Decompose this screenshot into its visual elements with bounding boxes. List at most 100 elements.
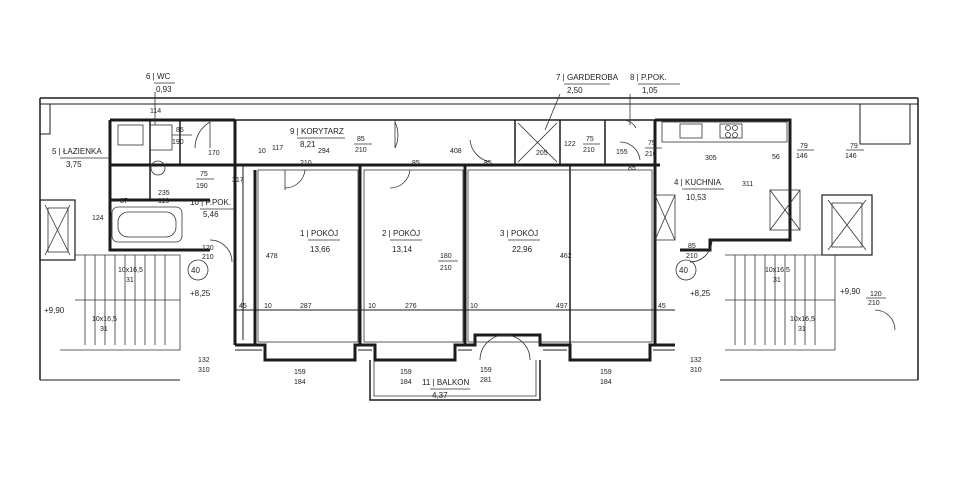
- svg-text:85: 85: [412, 160, 420, 167]
- svg-text:120: 120: [870, 291, 882, 298]
- svg-text:159: 159: [480, 367, 492, 374]
- svg-text:40: 40: [191, 266, 200, 275]
- svg-text:210: 210: [202, 254, 214, 261]
- svg-text:3,75: 3,75: [66, 160, 82, 169]
- svg-text:+8,25: +8,25: [690, 289, 711, 298]
- room-label-2: 2 | POKÓJ 13,14: [382, 229, 422, 254]
- svg-text:10: 10: [368, 303, 376, 310]
- svg-text:478: 478: [266, 253, 278, 260]
- room-label-3: 3 | POKÓJ 22,96: [500, 229, 540, 254]
- svg-text:180: 180: [440, 253, 452, 260]
- svg-text:205: 205: [536, 150, 548, 157]
- svg-text:155: 155: [616, 149, 628, 156]
- svg-text:184: 184: [294, 379, 306, 386]
- svg-text:56: 56: [772, 154, 780, 161]
- svg-text:+8,25: +8,25: [190, 289, 211, 298]
- svg-text:210: 210: [300, 160, 312, 167]
- svg-text:7 | GARDEROBA: 7 | GARDEROBA: [556, 73, 619, 82]
- svg-text:184: 184: [400, 379, 412, 386]
- svg-text:31: 31: [126, 277, 134, 284]
- svg-text:10x16,5: 10x16,5: [118, 267, 143, 274]
- svg-text:210: 210: [355, 147, 367, 154]
- svg-text:45: 45: [239, 303, 247, 310]
- svg-text:132: 132: [198, 357, 210, 364]
- svg-text:10 | P.POK.: 10 | P.POK.: [190, 198, 231, 207]
- svg-text:1,05: 1,05: [642, 86, 658, 95]
- svg-text:40: 40: [679, 266, 688, 275]
- left-staircase: [39, 199, 209, 351]
- svg-text:462: 462: [560, 253, 572, 260]
- svg-text:2 | POKÓJ: 2 | POKÓJ: [382, 229, 420, 238]
- svg-text:10x16,5: 10x16,5: [790, 316, 815, 323]
- room-label-8: 8 | P.POK. 1,05: [629, 73, 680, 125]
- svg-text:235: 235: [158, 190, 170, 197]
- room-label-1: 1 | POKÓJ 13,66: [300, 229, 340, 254]
- svg-text:85: 85: [357, 136, 365, 143]
- svg-text:31: 31: [773, 277, 781, 284]
- svg-text:287: 287: [300, 303, 312, 310]
- svg-text:210: 210: [645, 151, 657, 158]
- apartment-walls: [108, 118, 801, 401]
- svg-text:10,53: 10,53: [686, 193, 707, 202]
- svg-text:8 | P.POK.: 8 | P.POK.: [630, 73, 667, 82]
- svg-text:13,14: 13,14: [392, 245, 413, 254]
- svg-text:1 | POKÓJ: 1 | POKÓJ: [300, 229, 338, 238]
- svg-text:10: 10: [264, 303, 272, 310]
- svg-text:190: 190: [196, 183, 208, 190]
- svg-text:210: 210: [868, 300, 880, 307]
- svg-text:79: 79: [850, 143, 858, 150]
- room-label-11: 11 | BALKON 4,37: [422, 378, 470, 400]
- svg-text:3 | POKÓJ: 3 | POKÓJ: [500, 229, 538, 238]
- svg-text:146: 146: [796, 153, 808, 160]
- svg-text:305: 305: [705, 155, 717, 162]
- svg-text:10x16,5: 10x16,5: [765, 267, 790, 274]
- svg-text:294: 294: [318, 148, 330, 155]
- svg-text:114: 114: [150, 108, 161, 115]
- svg-text:9 | KORYTARZ: 9 | KORYTARZ: [290, 127, 344, 136]
- svg-text:310: 310: [690, 367, 702, 374]
- svg-text:497: 497: [556, 303, 568, 310]
- svg-text:31: 31: [798, 326, 806, 333]
- doors: [194, 119, 896, 361]
- svg-text:6 | WC: 6 | WC: [146, 72, 171, 81]
- dimension-labels: 114 85 190 170 10 117 294 85 210 408 205…: [92, 108, 886, 386]
- svg-text:310: 310: [198, 367, 210, 374]
- svg-text:4 | KUCHNIA: 4 | KUCHNIA: [674, 178, 722, 187]
- svg-text:122: 122: [564, 141, 576, 148]
- svg-text:170: 170: [208, 150, 220, 157]
- svg-text:117: 117: [272, 145, 283, 152]
- svg-text:311: 311: [742, 181, 753, 188]
- svg-text:276: 276: [405, 303, 417, 310]
- svg-text:124: 124: [92, 215, 104, 222]
- svg-text:75: 75: [200, 171, 208, 178]
- svg-text:22,96: 22,96: [512, 245, 533, 254]
- svg-text:85: 85: [628, 165, 636, 172]
- svg-text:281: 281: [480, 377, 492, 384]
- svg-text:10x16,5: 10x16,5: [92, 316, 117, 323]
- svg-text:190: 190: [172, 139, 184, 146]
- building-context: [39, 97, 919, 381]
- svg-text:87: 87: [120, 198, 128, 205]
- svg-text:159: 159: [400, 369, 412, 376]
- svg-text:75: 75: [648, 140, 656, 147]
- svg-text:210: 210: [583, 147, 595, 154]
- svg-text:159: 159: [294, 369, 306, 376]
- room-label-5: 5 | ŁAZIENKA 3,75: [52, 147, 110, 169]
- svg-text:31: 31: [100, 326, 108, 333]
- svg-text:11 | BALKON: 11 | BALKON: [422, 378, 470, 387]
- svg-text:75: 75: [586, 136, 594, 143]
- room-label-6: 6 | WC 0,93: [146, 72, 175, 125]
- svg-text:79: 79: [800, 143, 808, 150]
- svg-text:+9,90: +9,90: [840, 287, 861, 296]
- svg-text:116: 116: [158, 198, 169, 205]
- svg-text:5,46: 5,46: [203, 210, 219, 219]
- room-label-4: 4 | KUCHNIA 10,53: [674, 178, 724, 202]
- svg-text:45: 45: [658, 303, 666, 310]
- svg-text:184: 184: [600, 379, 612, 386]
- svg-text:408: 408: [450, 148, 462, 155]
- svg-text:159: 159: [600, 369, 612, 376]
- room-label-10: 10 | P.POK. 5,46: [190, 198, 235, 219]
- svg-text:132: 132: [690, 357, 702, 364]
- svg-text:85: 85: [688, 243, 696, 250]
